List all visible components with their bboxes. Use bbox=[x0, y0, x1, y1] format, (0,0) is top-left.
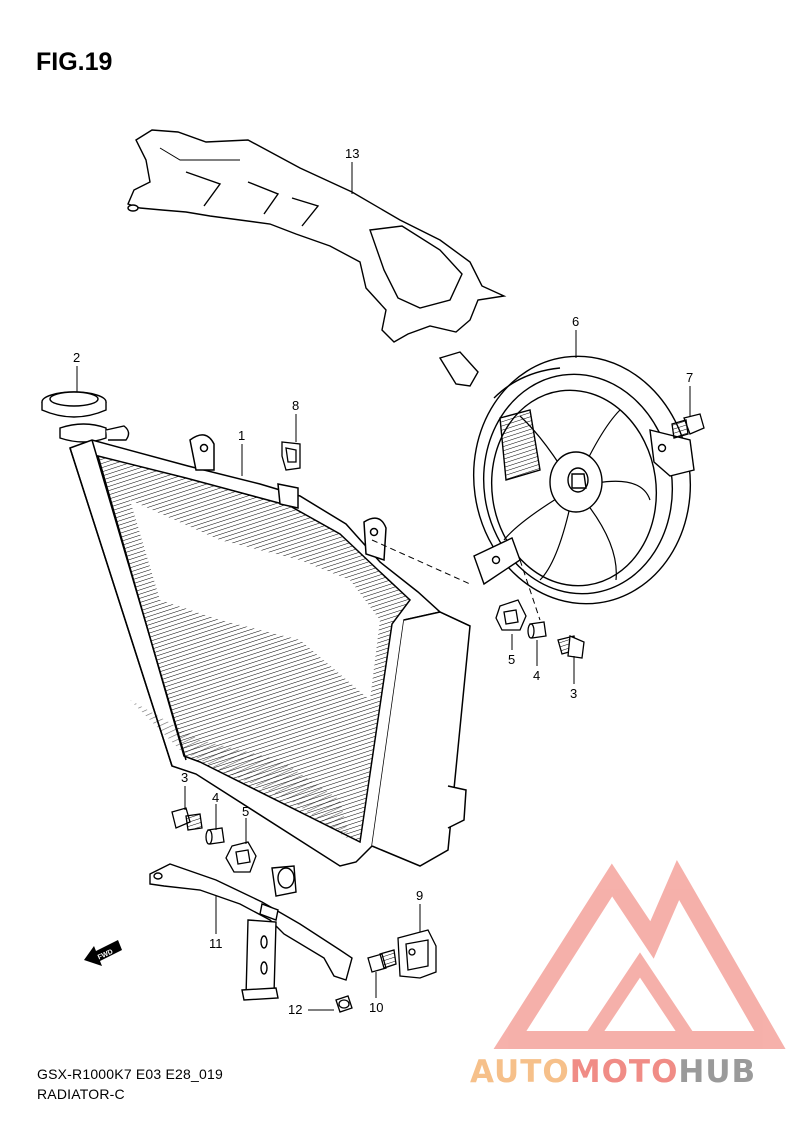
radiator-part-1 bbox=[69, 434, 471, 867]
callout-leader-lines bbox=[76, 162, 691, 1011]
section-name: RADIATOR-C bbox=[37, 1086, 125, 1102]
watermark-part-hub: HUB bbox=[678, 1054, 757, 1090]
callout-5-lower: 5 bbox=[242, 804, 249, 819]
callout-labels: 13 2 6 7 8 1 5 4 3 3 4 5 9 11 10 12 bbox=[73, 146, 693, 1017]
figure-title: FIG.19 bbox=[36, 48, 113, 76]
collar-part-4-upper bbox=[527, 621, 547, 639]
collar-part-4-lower bbox=[205, 827, 225, 845]
callout-3-lower: 3 bbox=[181, 770, 188, 785]
callout-4-lower: 4 bbox=[212, 790, 219, 805]
callout-5-upper: 5 bbox=[508, 652, 515, 667]
radiator-cap-part-2 bbox=[41, 391, 130, 443]
small-bracket-part-9 bbox=[397, 929, 437, 979]
forward-direction-arrow: FWD bbox=[84, 940, 122, 966]
assembly-guide-line bbox=[371, 539, 471, 585]
bolt-part-3-upper bbox=[557, 635, 585, 659]
cooling-fan-part-6 bbox=[438, 351, 695, 605]
callout-3-upper: 3 bbox=[570, 686, 577, 701]
watermark-part-moto: MOTO bbox=[569, 1054, 679, 1090]
callout-12: 12 bbox=[288, 1002, 302, 1017]
callout-4-upper: 4 bbox=[533, 668, 540, 683]
callout-13: 13 bbox=[345, 146, 359, 161]
lower-bracket-part-11 bbox=[149, 863, 353, 1001]
bolt-part-3-lower bbox=[171, 807, 203, 831]
callout-7: 7 bbox=[686, 370, 693, 385]
callout-1: 1 bbox=[238, 428, 245, 443]
watermark-logo bbox=[493, 859, 786, 1049]
callout-10: 10 bbox=[369, 1000, 383, 1015]
callout-2: 2 bbox=[73, 350, 80, 365]
callout-11: 11 bbox=[209, 936, 223, 951]
callout-8: 8 bbox=[292, 398, 299, 413]
watermark-part-auto: AUTO bbox=[470, 1054, 570, 1090]
shroud-cover-part-13 bbox=[127, 129, 507, 343]
assembly-guide-line bbox=[519, 559, 541, 621]
bolt-part-7 bbox=[671, 413, 705, 439]
model-code: GSX-R1000K7 E03 E28_019 bbox=[37, 1066, 223, 1082]
callout-9: 9 bbox=[416, 888, 423, 903]
clip-part-8 bbox=[281, 441, 301, 471]
bolt-part-10 bbox=[367, 949, 397, 973]
nut-part-12 bbox=[335, 995, 353, 1013]
grommet-part-5-upper bbox=[495, 599, 527, 631]
grommet-part-5-lower bbox=[225, 841, 257, 873]
callout-6: 6 bbox=[572, 314, 579, 329]
watermark-text: AUTOMOTOHUB bbox=[470, 1054, 756, 1090]
